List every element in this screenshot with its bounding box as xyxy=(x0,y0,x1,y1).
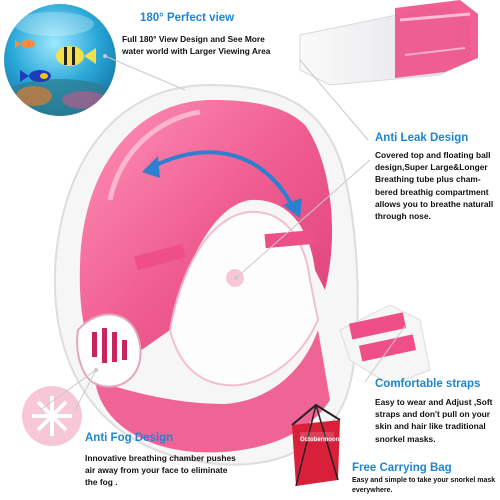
feature-line: Innovative breathing chamber pushes xyxy=(85,453,236,463)
feature-line: bered breathig compartment xyxy=(375,186,489,197)
floating-ball-icon xyxy=(22,386,82,446)
feature-title-straps: Comfortable straps xyxy=(375,378,481,390)
feature-line: straps and don't pull on your xyxy=(375,409,491,420)
feature-body-bag: Easy and simple to take your snorkel mas… xyxy=(352,476,495,496)
feature-line: water world with Larger Viewing Area xyxy=(122,46,271,57)
feature-line: Full 180° View Design and See More xyxy=(122,34,265,44)
underwater-scene xyxy=(4,12,116,116)
feature-title-anti-leak: Anti Leak Design xyxy=(375,132,469,144)
feature-title-bag: Free Carrying Bag xyxy=(352,462,452,474)
mask-skirt xyxy=(95,330,330,453)
feature-body-view: Full 180° View Design and See More water… xyxy=(122,33,270,57)
bag-brand-label: Octobermoon xyxy=(300,437,340,443)
feature-line: the fog . xyxy=(85,477,118,488)
feature-line: skin and hair like traditional xyxy=(375,421,486,432)
feature-body-anti-leak: Covered top and floating ball design,Sup… xyxy=(375,149,493,222)
underwater-photo xyxy=(4,4,116,116)
feature-line: Breathing tube plus cham- xyxy=(375,174,481,185)
side-band xyxy=(264,229,316,249)
strap-icon xyxy=(339,304,431,386)
snorkel-tube xyxy=(299,0,478,86)
fish-icon xyxy=(15,40,35,48)
feature-title-anti-fog: Anti Fog Design xyxy=(85,432,174,444)
feature-title-view: 180° Perfect view xyxy=(140,12,235,24)
fish-icon xyxy=(20,70,51,82)
feature-body-straps: Easy to wear and Adjust ,Soft straps and… xyxy=(375,396,492,445)
feature-body-anti-fog: Innovative breathing chamber pushes air … xyxy=(85,452,236,489)
feature-line: air away from your face to eliminate xyxy=(85,465,228,476)
side-band xyxy=(134,243,186,271)
feature-line: snorkel masks. xyxy=(375,433,436,444)
feature-line: allows you to breathe naturall xyxy=(375,198,494,209)
callout-lines xyxy=(39,55,406,411)
feature-line: everywhere. xyxy=(352,487,393,494)
carrying-bag-icon xyxy=(291,403,341,487)
feature-line: through nose. xyxy=(375,211,431,222)
fish-icon xyxy=(56,46,96,66)
rotation-arrow-icon xyxy=(142,150,302,218)
breathing-valve-icon xyxy=(76,313,142,388)
mask-lens xyxy=(79,100,333,372)
feature-line: design,Super Large&Longer xyxy=(375,162,488,173)
nose-chamber xyxy=(168,210,320,387)
feature-line: Covered top and floating ball xyxy=(375,150,491,160)
callout-dots xyxy=(94,54,238,372)
feature-line: Easy to wear and Adjust ,Soft xyxy=(375,397,493,407)
feature-line: Easy and simple to take your snorkel mas… xyxy=(352,477,496,484)
